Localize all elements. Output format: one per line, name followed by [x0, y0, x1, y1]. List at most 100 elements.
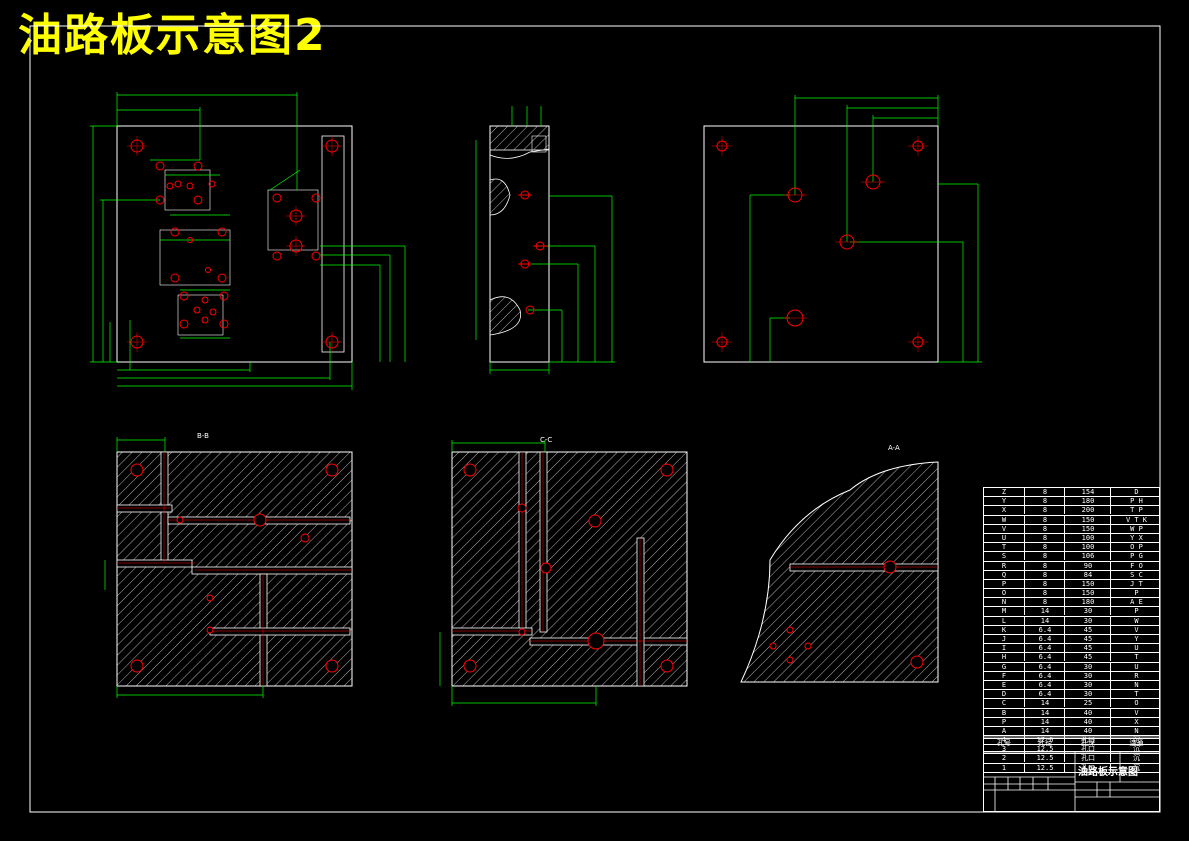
- hole-table-cell: 6.4: [1024, 680, 1065, 689]
- hole-table-cell: N: [1110, 726, 1162, 735]
- hole-table-cell: 106: [1064, 552, 1111, 561]
- hole-table-cell: 40: [1064, 708, 1111, 717]
- hole-table-cell: P: [1110, 607, 1162, 616]
- hole-table-cell: V: [1001, 524, 1007, 533]
- hole-table-cell: 6.4: [1024, 625, 1065, 634]
- section-bb-label: B-B: [197, 432, 209, 440]
- hole-table-cell: T: [1001, 543, 1007, 552]
- hole-table-cell: V: [1110, 625, 1162, 634]
- hole-table-cell: 30: [1064, 680, 1111, 689]
- drawing-name: 油路板示意图: [1078, 767, 1138, 778]
- front-view-centerlines: [127, 136, 342, 352]
- hole-table-cell: X: [1110, 717, 1162, 726]
- hole-table-cell: 45: [1064, 653, 1111, 662]
- hole-table-cell: 30: [1064, 662, 1111, 671]
- hole-table-cell: D: [1001, 690, 1007, 699]
- hole-table-cell: Y X: [1110, 533, 1162, 542]
- hole-table-cell: P G: [1110, 552, 1162, 561]
- hole-table-cell: B: [1001, 708, 1007, 717]
- hole-table-cell: P: [1110, 589, 1162, 598]
- hole-table-cell: Z: [1001, 488, 1007, 496]
- hole-table-cell: T: [1110, 690, 1162, 699]
- hole-table-cell: 3: [1001, 745, 1007, 754]
- title-block-frame: [983, 736, 1160, 812]
- hole-table-cell: U: [1110, 662, 1162, 671]
- hole-table-cell: 150: [1064, 515, 1111, 524]
- hole-table-cell: O: [1110, 699, 1162, 708]
- hole-table-cell: A E: [1110, 598, 1162, 607]
- hole-table-cell: X: [1001, 506, 1007, 515]
- section-aa-view: [740, 461, 939, 683]
- hole-table-cell: 45: [1064, 644, 1111, 653]
- hole-table-cell: S C: [1110, 570, 1162, 579]
- hole-table-cell: 45: [1064, 635, 1111, 643]
- hole-table-cell: 180: [1064, 598, 1111, 607]
- hole-table-cell: 14: [1024, 717, 1065, 726]
- hole-table-cell: 8: [1024, 570, 1065, 579]
- hole-table-cell: 12.5: [1024, 745, 1065, 754]
- hole-table-cell: 40: [1064, 726, 1111, 735]
- hole-table-cell: 14: [1024, 616, 1065, 625]
- hole-table-cell: S: [1001, 552, 1007, 561]
- hole-table-cell: 1: [1001, 763, 1007, 772]
- side-view: [475, 106, 615, 374]
- front-view-holes: [130, 139, 339, 349]
- hole-table-cell: W: [1001, 515, 1007, 524]
- hole-table-cell: F O: [1110, 561, 1162, 570]
- hole-table-cell: O: [1001, 589, 1007, 598]
- section-cc-label: C-C: [540, 436, 552, 444]
- hole-table-cell: 8: [1024, 524, 1065, 533]
- hole-table-cell: 8: [1024, 533, 1065, 542]
- hole-table-cell: 84: [1064, 570, 1111, 579]
- hole-table-cell: 12.5: [1024, 754, 1065, 763]
- section-aa-label: A-A: [888, 444, 900, 452]
- drawing-title: 油路板示意图2: [18, 10, 327, 61]
- hole-table-cell: Y: [1110, 635, 1162, 643]
- hole-table-cell: 100: [1064, 533, 1111, 542]
- hole-table-cell: 25: [1064, 699, 1111, 708]
- hole-table-cell: 14: [1024, 726, 1065, 735]
- hole-table-cell: 8: [1024, 589, 1065, 598]
- hole-table-cell: U: [1001, 533, 1007, 542]
- hole-table-cell: P H: [1110, 497, 1162, 506]
- hole-table-cell: E: [1001, 680, 1007, 689]
- hole-table-cell: 154: [1064, 488, 1111, 496]
- hole-table-cell: 30: [1064, 671, 1111, 680]
- hole-table-cell: 沉: [1110, 763, 1162, 772]
- hole-table-cell: 8: [1024, 579, 1065, 588]
- top-right-view: [703, 95, 982, 363]
- hole-table-cell: A: [1001, 726, 1007, 735]
- hole-table-cell: 孔口: [1064, 754, 1111, 763]
- hole-table-cell: V: [1110, 708, 1162, 717]
- hole-table-cell: 30: [1064, 616, 1111, 625]
- hole-table-cell: O P: [1110, 543, 1162, 552]
- hole-table-cell: 6.4: [1024, 644, 1065, 653]
- hole-table-cell: 8: [1024, 561, 1065, 570]
- hole-table-cell: 6.4: [1024, 671, 1065, 680]
- hole-table-cell: L: [1001, 616, 1007, 625]
- hole-table-cell: 12.5: [1024, 763, 1065, 772]
- hole-table-cell: 200: [1064, 506, 1111, 515]
- hole-table-cell: W: [1110, 616, 1162, 625]
- hole-table-cell: 150: [1064, 524, 1111, 533]
- hole-table-cell: 8: [1024, 598, 1065, 607]
- hole-table-cell: 14: [1024, 607, 1065, 616]
- hole-table-cell: 6.4: [1024, 635, 1065, 643]
- hole-table-cell: R: [1001, 561, 1007, 570]
- hole-table-cell: I: [1001, 644, 1007, 653]
- section-cc-view: [439, 440, 688, 706]
- hole-table-cell: J T: [1110, 579, 1162, 588]
